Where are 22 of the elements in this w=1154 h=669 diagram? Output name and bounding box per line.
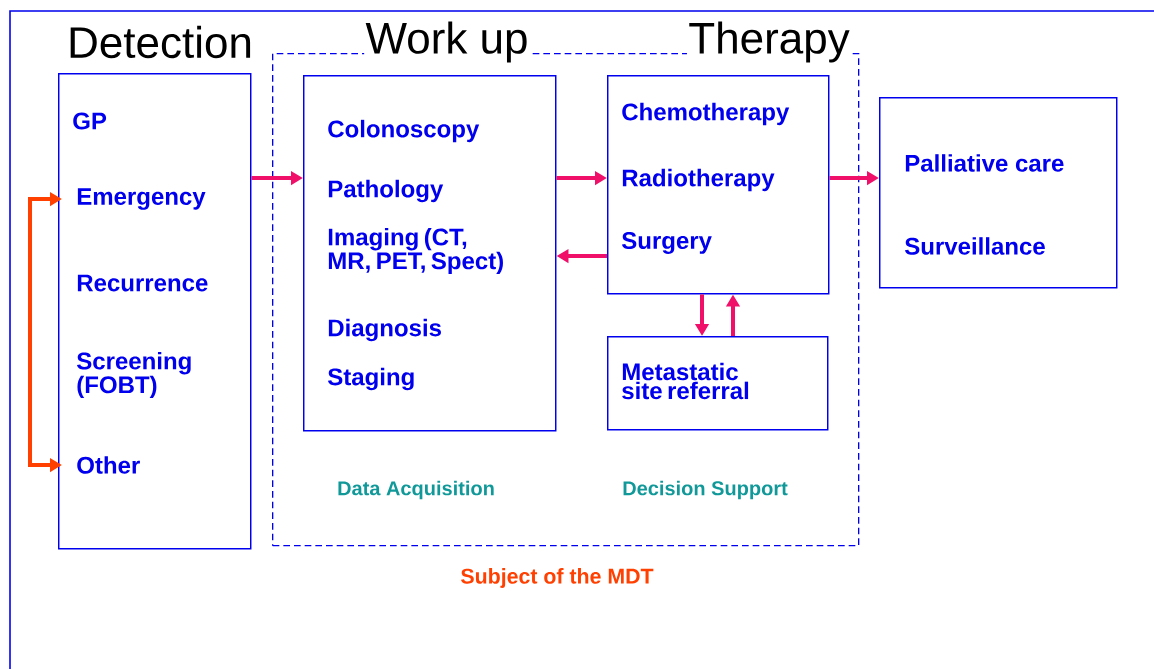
item-label: GP (73, 112, 107, 130)
item-label: Chemotherapy (622, 102, 790, 126)
area-label: Decision Support (623, 480, 788, 500)
item-label: Colonoscopy (328, 119, 480, 143)
column-heading: Work up (364, 20, 530, 64)
item-label: Staging (327, 367, 414, 391)
item-label: Metastatic site referral (622, 362, 749, 400)
item-label: Diagnosis (328, 318, 441, 342)
item-label: Imaging (CT, MR, PET, Spect) (328, 227, 503, 275)
item-label: Radiotherapy (622, 168, 775, 192)
column-heading: Detection (65, 24, 255, 60)
item-label: Surgery (621, 232, 712, 254)
item-label: Other (77, 456, 140, 474)
item-label: Pathology (328, 179, 444, 203)
column-heading: Therapy (686, 20, 852, 64)
item-label: Surveillance (904, 237, 1045, 255)
region-caption: Subject of the MDT (461, 568, 654, 588)
area-label: Data Acquisition (338, 480, 494, 500)
item-label: Screening (FOBT) (76, 351, 191, 399)
item-label: Emergency (77, 188, 206, 210)
item-label: Palliative care (905, 154, 1064, 172)
item-label: Recurrence (77, 274, 208, 292)
